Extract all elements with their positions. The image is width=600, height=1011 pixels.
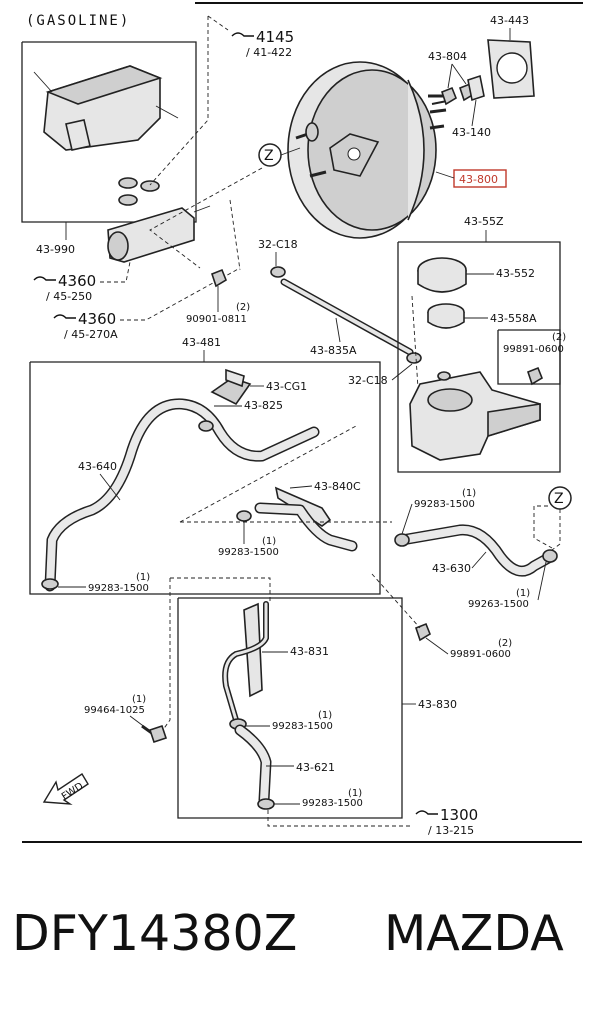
label-43-990: 43-990	[36, 243, 75, 256]
brake-booster	[287, 61, 453, 239]
label-90901-qty: (2)	[236, 302, 250, 313]
label-32-c18-bot: 32-C18	[348, 374, 388, 387]
label-99263-qty: (1)	[516, 588, 530, 599]
ref-1300[interactable]: 1300 / 13-215	[415, 806, 478, 837]
label-43-835a: 43-835A	[310, 344, 357, 357]
pointing-hand-icon	[231, 32, 254, 37]
fwd-arrow-icon: FWD	[42, 773, 89, 805]
bolt-99464	[141, 724, 168, 744]
label-43-cg1: 43-CG1	[266, 380, 307, 393]
svg-text:1300: 1300	[440, 806, 478, 824]
label-43-552: 43-552	[496, 267, 535, 280]
pipe-group-43-830	[177, 597, 403, 819]
label-43-630: 43-630	[432, 562, 471, 575]
svg-text:4360: 4360	[78, 310, 116, 328]
label-99891-0600-top: 99891-0600	[503, 344, 564, 355]
variant-heading: (GASOLINE)	[26, 13, 130, 29]
label-99283-c-qty: (1)	[136, 572, 150, 583]
label-99283-1500-c: 99283-1500	[88, 583, 149, 594]
ref-4145[interactable]: 4145 / 41-422	[231, 28, 294, 59]
svg-text:/ 41-422: / 41-422	[246, 46, 292, 59]
pointing-hand-icon	[33, 276, 56, 281]
reservoir-group	[397, 241, 561, 473]
label-99283-d-qty: (1)	[318, 710, 332, 721]
label-43-443: 43-443	[490, 14, 529, 27]
gasket-43-443	[487, 39, 535, 99]
svg-text:/ 45-250: / 45-250	[46, 290, 92, 303]
label-90901-0811: 90901-0811	[186, 314, 247, 325]
label-99283-a-qty: (1)	[462, 488, 476, 499]
label-43-831: 43-831	[290, 645, 329, 658]
label-43-621: 43-621	[296, 761, 335, 774]
ref-4360-a[interactable]: 4360 / 45-250	[33, 272, 96, 303]
label-99464-qty: (1)	[132, 694, 146, 705]
pointing-hand-icon	[415, 810, 438, 815]
label-43-825: 43-825	[244, 399, 283, 412]
label-43-558a: 43-558A	[490, 312, 537, 325]
label-43-830: 43-830	[418, 698, 457, 711]
label-99283-1500-e: 99283-1500	[302, 798, 363, 809]
master-cylinder-group: 43-990	[21, 41, 211, 263]
label-99283-1500-d: 99283-1500	[272, 721, 333, 732]
label-43-840c: 43-840C	[314, 480, 361, 493]
label-43-800[interactable]: 43-800	[459, 173, 498, 186]
label-99283-e-qty: (1)	[348, 788, 362, 799]
label-43-640: 43-640	[78, 460, 117, 473]
label-99891-0600-bot: 99891-0600	[450, 649, 511, 660]
label-99283-1500-a: 99283-1500	[414, 499, 475, 510]
label-43-140: 43-140	[452, 126, 491, 139]
label-43-481: 43-481	[182, 336, 221, 349]
ref-4360-b[interactable]: 4360 / 45-270A	[53, 310, 118, 341]
svg-text:4360: 4360	[58, 272, 96, 290]
label-99283-b-qty: (1)	[262, 536, 276, 547]
caption-brand: MAZDA	[384, 905, 564, 962]
hose-43-630	[394, 524, 558, 577]
svg-text:4145: 4145	[256, 28, 294, 46]
hose-group-43-481	[29, 361, 381, 595]
label-43-804: 43-804	[428, 50, 467, 63]
label-99891-bot-qty: (2)	[498, 638, 512, 649]
label-99283-1500-b: 99283-1500	[218, 547, 279, 558]
label-99464-1025: 99464-1025	[84, 705, 145, 716]
caption-part-number: DFY14380Z	[12, 905, 297, 962]
label-43-55z: 43-55Z	[464, 215, 504, 228]
label-99263-1500: 99263-1500	[468, 599, 529, 610]
svg-text:/ 13-215: / 13-215	[428, 824, 474, 837]
pointing-hand-icon	[53, 314, 76, 319]
label-99891-top-qty: (2)	[552, 332, 566, 343]
label-32-c18-top: 32-C18	[258, 238, 298, 251]
svg-text:Z: Z	[264, 148, 274, 164]
svg-text:/ 45-270A: / 45-270A	[64, 328, 118, 341]
svg-text:Z: Z	[554, 491, 564, 507]
highlight-box-43-800[interactable]	[453, 169, 507, 188]
